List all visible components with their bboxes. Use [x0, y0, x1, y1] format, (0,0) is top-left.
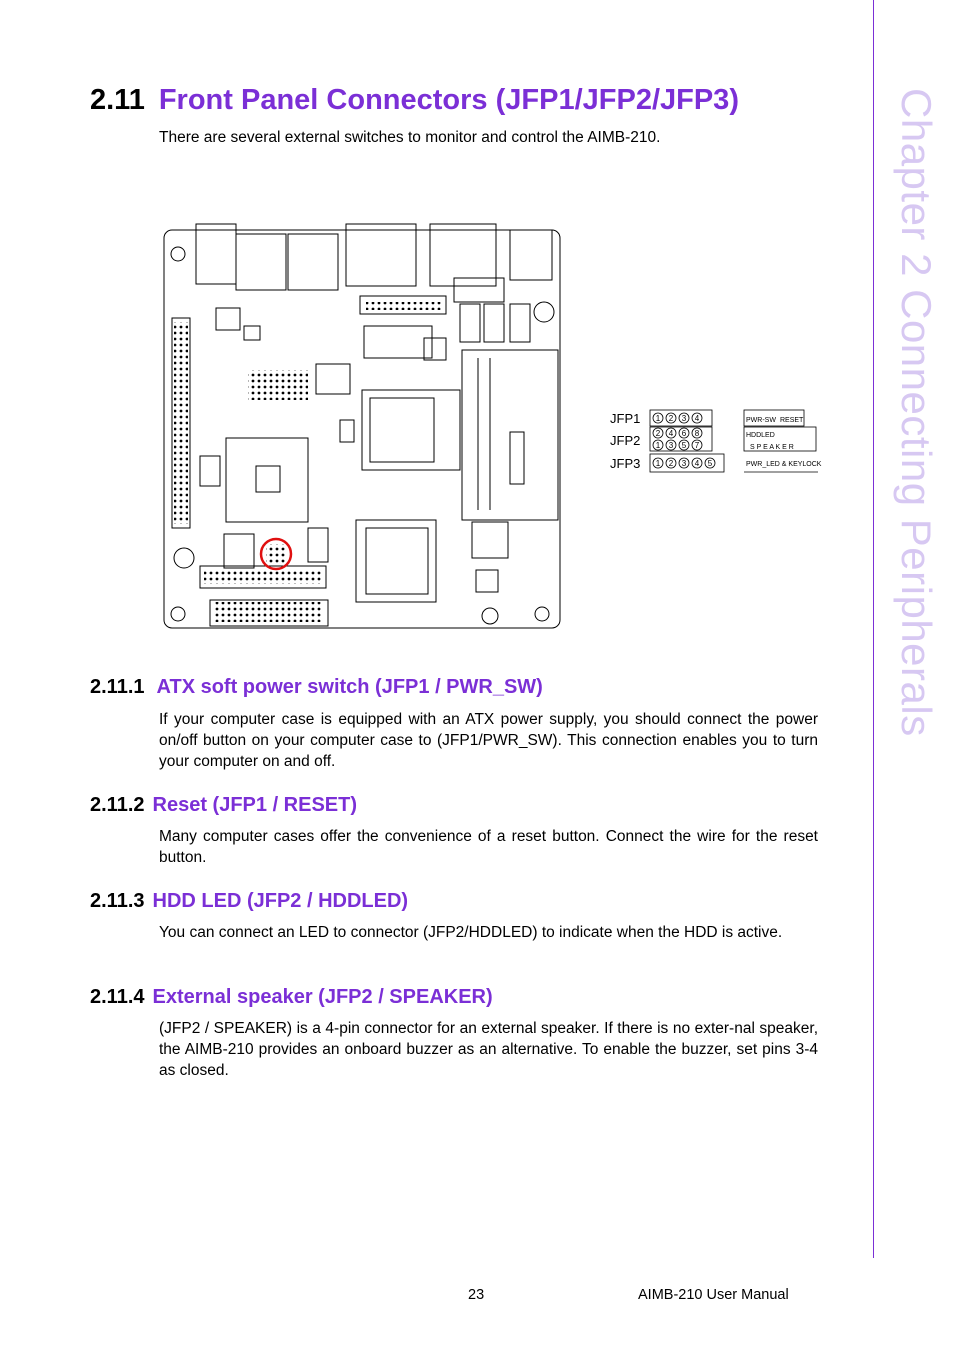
jfp2-top-pin-circle	[665, 427, 677, 439]
jfp1-pin-number: 3	[682, 414, 687, 423]
motherboard-diagram	[163, 223, 561, 629]
jfp3-pin-number: 3	[682, 459, 687, 468]
jfp3-label: JFP3	[610, 456, 640, 471]
pwr-led-keylock-label: PWR_LED & KEYLOCK	[746, 461, 822, 468]
jfp1-pin-number: 1	[656, 414, 661, 423]
jfp3-pin-number: 2	[669, 459, 674, 468]
chapter-side-tab: Chapter 2 Connecting Peripherals	[893, 88, 940, 737]
jfp1-pin-circle	[691, 412, 703, 424]
jfp3-pin-number: 5	[708, 459, 713, 468]
jfp1-pin-circle	[665, 412, 677, 424]
hddled-label: HDDLED	[746, 432, 775, 439]
speaker-label: S P E A K E R	[750, 444, 794, 451]
jfp2-label: JFP2	[610, 433, 640, 448]
jfp1-pin-circle	[678, 412, 690, 424]
page-number: 23	[468, 1287, 485, 1303]
jfp3-pin-circle	[665, 457, 677, 469]
pwr-sw-label: PWR-SW	[746, 417, 776, 424]
section-number: 2.11	[90, 84, 145, 116]
manual-title: AIMB-210 User Manual	[638, 1287, 789, 1303]
reset-label: RESET	[780, 417, 804, 424]
jfp2-top-pin-number: 6	[682, 429, 687, 438]
jfp2-top-pin-number: 4	[669, 429, 674, 438]
jfp2-bottom-pin-circle	[652, 439, 664, 451]
intro-text: There are several external switches to m…	[159, 129, 661, 146]
jfp2-top-pin-number: 2	[656, 429, 661, 438]
section-heading: 2.11 Front Panel Connectors (JFP1/JFP2/JF…	[90, 84, 739, 117]
jfp2-top-pin-number: 8	[695, 429, 700, 438]
jfp2-bottom-pin-number: 5	[682, 441, 687, 450]
jfp1-pin-circle	[652, 412, 664, 424]
subsection-body-2: Many computer cases offer the convenienc…	[159, 828, 818, 866]
jfp2-top-pin-circle	[652, 427, 664, 439]
jfp2-top-pin-circle	[691, 427, 703, 439]
sidebar-rule	[873, 0, 874, 1258]
jfp2-bottom-pin-number: 3	[669, 441, 674, 450]
subsection-body-1: If your computer case is equipped with a…	[159, 711, 818, 770]
jfp3-pin-circle	[652, 457, 664, 469]
subsection-body-3: You can connect an LED to connector (JFP…	[159, 924, 783, 941]
jfp3-pin-circle	[691, 457, 703, 469]
subsection-body-4: (JFP2 / SPEAKER) is a 4-pin connector fo…	[159, 1020, 818, 1079]
section-title: Front Panel Connectors (JFP1/JFP2/JFP3)	[158, 84, 739, 116]
jfp2-bottom-pin-number: 1	[656, 441, 661, 450]
jfp1-label: JFP1	[610, 411, 640, 426]
jfp3-pin-circle	[704, 457, 716, 469]
jfp3-pin-circle	[678, 457, 690, 469]
jfp2-bottom-pin-number: 7	[695, 441, 700, 450]
jfp2-bottom-pin-circle	[665, 439, 677, 451]
jfp3-pin-number: 4	[695, 459, 700, 468]
jfp3-pin-number: 1	[656, 459, 661, 468]
jfp1-pin-number: 2	[669, 414, 674, 423]
jfp2-top-pin-circle	[678, 427, 690, 439]
jfp-highlight-circle	[259, 537, 293, 571]
jfp1-pin-number: 4	[695, 414, 700, 423]
jfp2-bottom-pin-circle	[678, 439, 690, 451]
jfp2-bottom-pin-circle	[691, 439, 703, 451]
